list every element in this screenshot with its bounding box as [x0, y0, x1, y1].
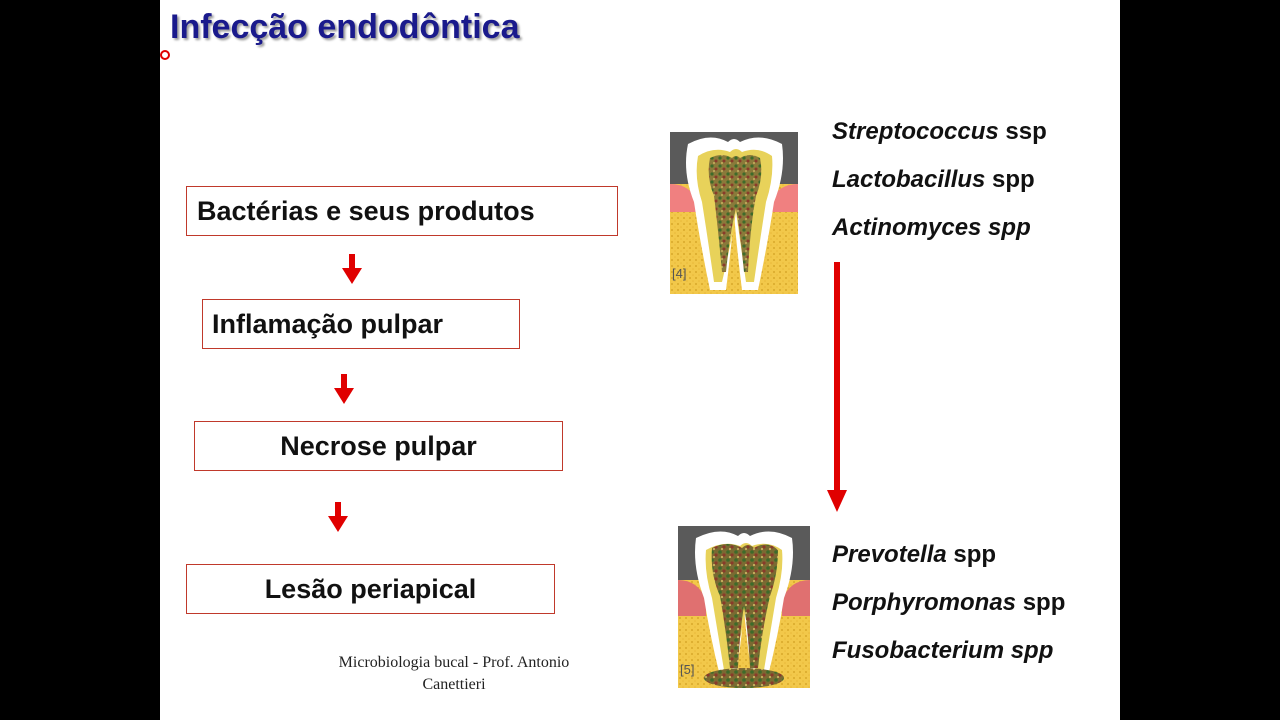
- bacteria-item-fusobacterium: Fusobacterium spp: [832, 637, 1053, 665]
- tooth-early-image: [4]: [670, 132, 798, 294]
- bacteria-genus: Lactobacillus: [832, 166, 986, 193]
- bacteria-suffix: spp: [946, 541, 997, 568]
- down-arrow-icon: [342, 254, 362, 284]
- bacteria-item-streptococcus: Streptococcus ssp: [832, 118, 1047, 146]
- bacteria-genus: Actinomyces: [832, 214, 982, 241]
- bacteria-suffix: spp: [1004, 637, 1054, 664]
- flow-label-bacteria: Bactérias e seus produtos: [197, 195, 535, 226]
- bacteria-genus: Prevotella: [832, 541, 947, 568]
- bacteria-item-porphyromonas: Porphyromonas spp: [832, 589, 1065, 617]
- flow-box-lesion: Lesão periapical: [186, 564, 555, 614]
- tooth-advanced-image: [5]: [678, 526, 810, 688]
- bacteria-item-lactobacillus: Lactobacillus spp: [832, 166, 1035, 194]
- bacteria-item-prevotella: Prevotella spp: [832, 541, 996, 569]
- slide-footer: Microbiologia bucal - Prof. Antonio Cane…: [300, 652, 608, 696]
- figure-top-label: [4]: [672, 266, 686, 281]
- bacteria-suffix: spp: [1016, 589, 1066, 616]
- footer-line-1: Microbiologia bucal - Prof. Antonio: [338, 654, 570, 671]
- flow-label-lesion: Lesão periapical: [264, 573, 477, 604]
- down-arrow-icon: [328, 502, 348, 532]
- long-down-arrow-icon: [827, 262, 847, 512]
- footer-line-2: Canettieri: [422, 676, 486, 693]
- slide: Infecção endodôntica Bactérias e seus pr…: [160, 0, 1120, 720]
- down-arrow-icon: [334, 374, 354, 404]
- figure-bottom-label: [5]: [680, 662, 694, 677]
- tooth-illustration-early: [4]: [670, 132, 798, 294]
- flow-box-inflammation: Inflamação pulpar: [202, 299, 520, 349]
- bacteria-item-actinomyces: Actinomyces spp: [832, 214, 1031, 242]
- bacteria-suffix: spp: [985, 166, 1035, 193]
- flow-box-bacteria: Bactérias e seus produtos: [186, 186, 618, 236]
- slide-title: Infecção endodôntica: [170, 8, 520, 46]
- tooth-illustration-advanced: [5]: [678, 526, 810, 688]
- flow-label-inflammation: Inflamação pulpar: [212, 308, 444, 339]
- bullet-dot-icon: [160, 50, 170, 60]
- flow-label-necrosis: Necrose pulpar: [280, 430, 477, 461]
- bacteria-suffix: spp: [981, 214, 1031, 241]
- flow-box-necrosis: Necrose pulpar: [194, 421, 563, 471]
- bacteria-genus: Porphyromonas: [832, 589, 1017, 616]
- bacteria-suffix: ssp: [998, 118, 1047, 145]
- bacteria-genus: Streptococcus: [832, 118, 999, 145]
- bacteria-genus: Fusobacterium: [832, 637, 1005, 664]
